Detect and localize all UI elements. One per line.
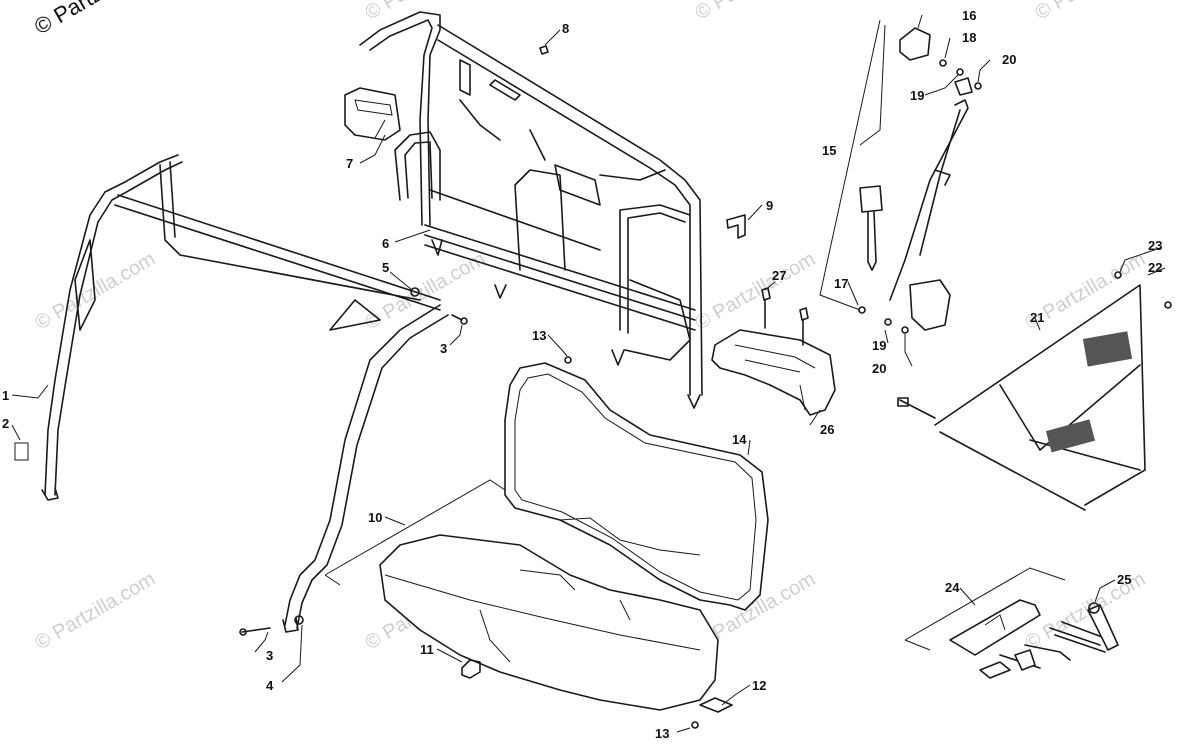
callout-20[interactable]: 20 bbox=[872, 361, 886, 376]
callout-27[interactable]: 27 bbox=[772, 268, 786, 283]
front-rops-cage bbox=[14, 154, 449, 633]
callout-19[interactable]: 19 bbox=[872, 338, 886, 353]
rear-rops-cage bbox=[359, 11, 703, 409]
callout-2[interactable]: 2 bbox=[2, 416, 9, 431]
callout-8[interactable]: 8 bbox=[562, 21, 569, 36]
tool-grip bbox=[1087, 602, 1119, 651]
callout-13[interactable]: 13 bbox=[532, 328, 546, 343]
callout-1[interactable]: 1 bbox=[2, 388, 9, 403]
net-mesh bbox=[1082, 331, 1133, 367]
callout-20[interactable]: 20 bbox=[1002, 52, 1016, 67]
seatbelt-assembly bbox=[858, 27, 982, 334]
watermark: © Partzilla.com bbox=[692, 0, 820, 24]
watermark: © Partzilla.com bbox=[1032, 0, 1160, 24]
bolt-8 bbox=[539, 45, 549, 55]
callout-25[interactable]: 25 bbox=[1117, 572, 1131, 587]
headrest-pad bbox=[344, 87, 401, 141]
seat-bottom bbox=[379, 534, 719, 711]
callout-23[interactable]: 23 bbox=[1148, 238, 1162, 253]
callout-22[interactable]: 22 bbox=[1148, 260, 1162, 275]
leader-lines bbox=[11, 14, 1166, 733]
tool-kit bbox=[949, 599, 1111, 679]
callout-21[interactable]: 21 bbox=[1030, 310, 1044, 325]
callout-13[interactable]: 13 bbox=[655, 726, 669, 741]
callout-10[interactable]: 10 bbox=[368, 510, 382, 525]
callout-24[interactable]: 24 bbox=[945, 580, 960, 595]
watermark: © Partzilla.com bbox=[32, 248, 160, 334]
watermark: © Partzilla.com bbox=[692, 248, 820, 334]
callout-17[interactable]: 17 bbox=[834, 276, 848, 291]
callout-7[interactable]: 7 bbox=[346, 156, 353, 171]
callout-18[interactable]: 18 bbox=[962, 30, 976, 45]
net-mesh bbox=[1045, 419, 1096, 453]
callout-15[interactable]: 15 bbox=[822, 143, 836, 158]
seat-brackets bbox=[461, 356, 733, 729]
watermark: © Partzilla.com bbox=[32, 568, 160, 654]
callout-26[interactable]: 26 bbox=[820, 422, 834, 437]
callout-labels: 1 2 3 3 4 5 6 7 8 9 10 11 12 13 13 14 15… bbox=[2, 8, 1162, 741]
group-lines bbox=[324, 19, 1066, 651]
fasteners-3-4-5 bbox=[239, 287, 468, 636]
callout-4[interactable]: 4 bbox=[266, 678, 274, 693]
callout-14[interactable]: 14 bbox=[732, 432, 747, 447]
callout-16[interactable]: 16 bbox=[962, 8, 976, 23]
seat-back bbox=[504, 362, 769, 611]
callout-12[interactable]: 12 bbox=[752, 678, 766, 693]
seatbelt-base bbox=[711, 329, 836, 416]
watermarks: © Partzilla.com © Partzilla.com © Partzi… bbox=[30, 0, 1159, 654]
callout-11[interactable]: 11 bbox=[420, 642, 434, 657]
callout-6[interactable]: 6 bbox=[382, 236, 389, 251]
bracket-9 bbox=[726, 214, 746, 239]
callout-5[interactable]: 5 bbox=[382, 260, 389, 275]
callout-9[interactable]: 9 bbox=[766, 198, 773, 213]
callout-3[interactable]: 3 bbox=[266, 648, 273, 663]
side-net bbox=[897, 271, 1172, 511]
corner-watermark: © Partzilla.com bbox=[30, 0, 171, 39]
callout-19[interactable]: 19 bbox=[910, 88, 924, 103]
callout-3[interactable]: 3 bbox=[440, 341, 447, 356]
